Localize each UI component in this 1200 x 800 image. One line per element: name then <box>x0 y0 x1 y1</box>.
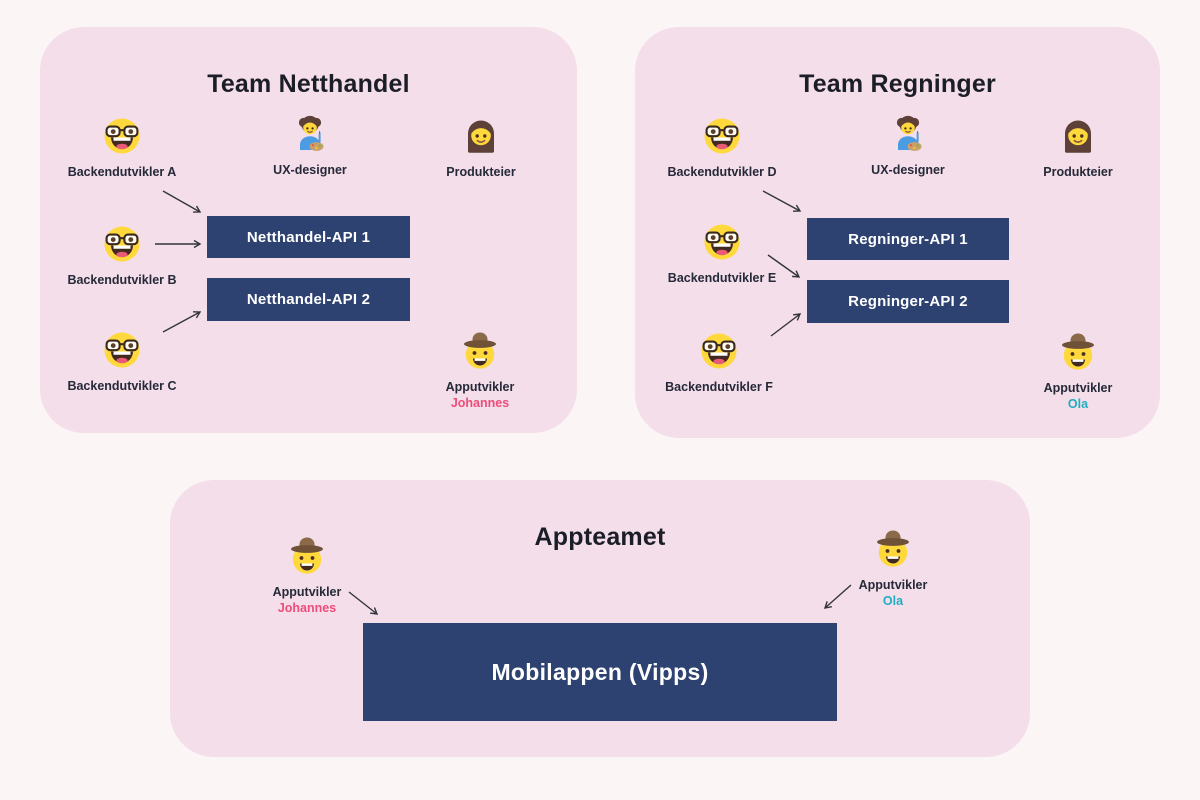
person-name: Johannes <box>277 601 337 616</box>
person-apputvikler-ola: Apputvikler Ola <box>818 529 968 608</box>
person-label: Apputvikler <box>445 380 515 394</box>
api-box-netthandel-1: Netthandel-API 1 <box>207 216 410 258</box>
person-label: UX-designer <box>871 163 945 177</box>
person-label: Apputvikler <box>272 585 342 599</box>
person-backendutvikler-e: Backendutvikler E <box>647 222 797 285</box>
person-backendutvikler-a: Backendutvikler A <box>47 116 197 179</box>
person-apputvikler-johannes: Apputvikler Johannes <box>232 536 382 615</box>
person-apputvikler-johannes: Apputvikler Johannes <box>405 331 555 410</box>
cowboy-emoji <box>1058 332 1098 372</box>
person-label: UX-designer <box>273 163 347 177</box>
person-label: Backendutvikler E <box>667 271 777 285</box>
mobilappen-box-label: Mobilappen (Vipps) <box>491 658 709 685</box>
api-box-label: Regninger-API 2 <box>848 293 968 310</box>
artist-emoji <box>888 114 928 154</box>
mobilappen-box: Mobilappen (Vipps) <box>363 623 837 721</box>
cowboy-emoji <box>460 331 500 371</box>
person-name: Ola <box>882 594 904 609</box>
person-label: Backendutvikler B <box>67 273 177 287</box>
nerd-face-emoji <box>702 116 742 156</box>
api-box-label: Netthandel-API 2 <box>246 291 371 308</box>
panel-title: Team Netthandel <box>207 69 410 98</box>
nerd-face-emoji <box>102 330 142 370</box>
person-produkteier: Produkteier <box>406 116 556 179</box>
api-box-label: Regninger-API 1 <box>848 230 968 248</box>
cowboy-emoji <box>287 536 327 576</box>
person-label: Apputvikler <box>858 578 928 592</box>
panel-title: Team Regninger <box>799 69 996 98</box>
person-ux-designer: UX-designer <box>833 114 983 177</box>
person-name: Johannes <box>450 396 510 411</box>
person-label: Produkteier <box>446 165 516 179</box>
person-label: Backendutvikler D <box>667 165 777 179</box>
person-label: Backendutvikler C <box>67 379 177 393</box>
person-backendutvikler-f: Backendutvikler F <box>644 331 794 394</box>
nerd-face-emoji <box>102 116 142 156</box>
person-backendutvikler-b: Backendutvikler B <box>47 224 197 287</box>
api-box-regninger-2: Regninger-API 2 <box>807 280 1009 323</box>
panel-title: Appteamet <box>534 522 666 551</box>
api-box-label: Netthandel-API 1 <box>246 228 371 246</box>
nerd-face-emoji <box>699 331 739 371</box>
person-apputvikler-ola: Apputvikler Ola <box>1003 332 1153 411</box>
person-label: Produkteier <box>1043 165 1113 179</box>
woman-emoji <box>461 116 501 156</box>
artist-emoji <box>290 114 330 154</box>
nerd-face-emoji <box>102 224 142 264</box>
person-label: Backendutvikler A <box>67 165 177 179</box>
cowboy-emoji <box>873 529 913 569</box>
woman-emoji <box>1058 116 1098 156</box>
person-backendutvikler-d: Backendutvikler D <box>647 116 797 179</box>
person-produkteier: Produkteier <box>1003 116 1153 179</box>
person-name: Ola <box>1067 397 1089 412</box>
api-box-regninger-1: Regninger-API 1 <box>807 218 1009 260</box>
api-box-netthandel-2: Netthandel-API 2 <box>207 278 410 321</box>
person-label: Backendutvikler F <box>665 380 773 394</box>
person-label: Apputvikler <box>1043 381 1113 395</box>
nerd-face-emoji <box>702 222 742 262</box>
person-backendutvikler-c: Backendutvikler C <box>47 330 197 393</box>
person-ux-designer: UX-designer <box>235 114 385 177</box>
